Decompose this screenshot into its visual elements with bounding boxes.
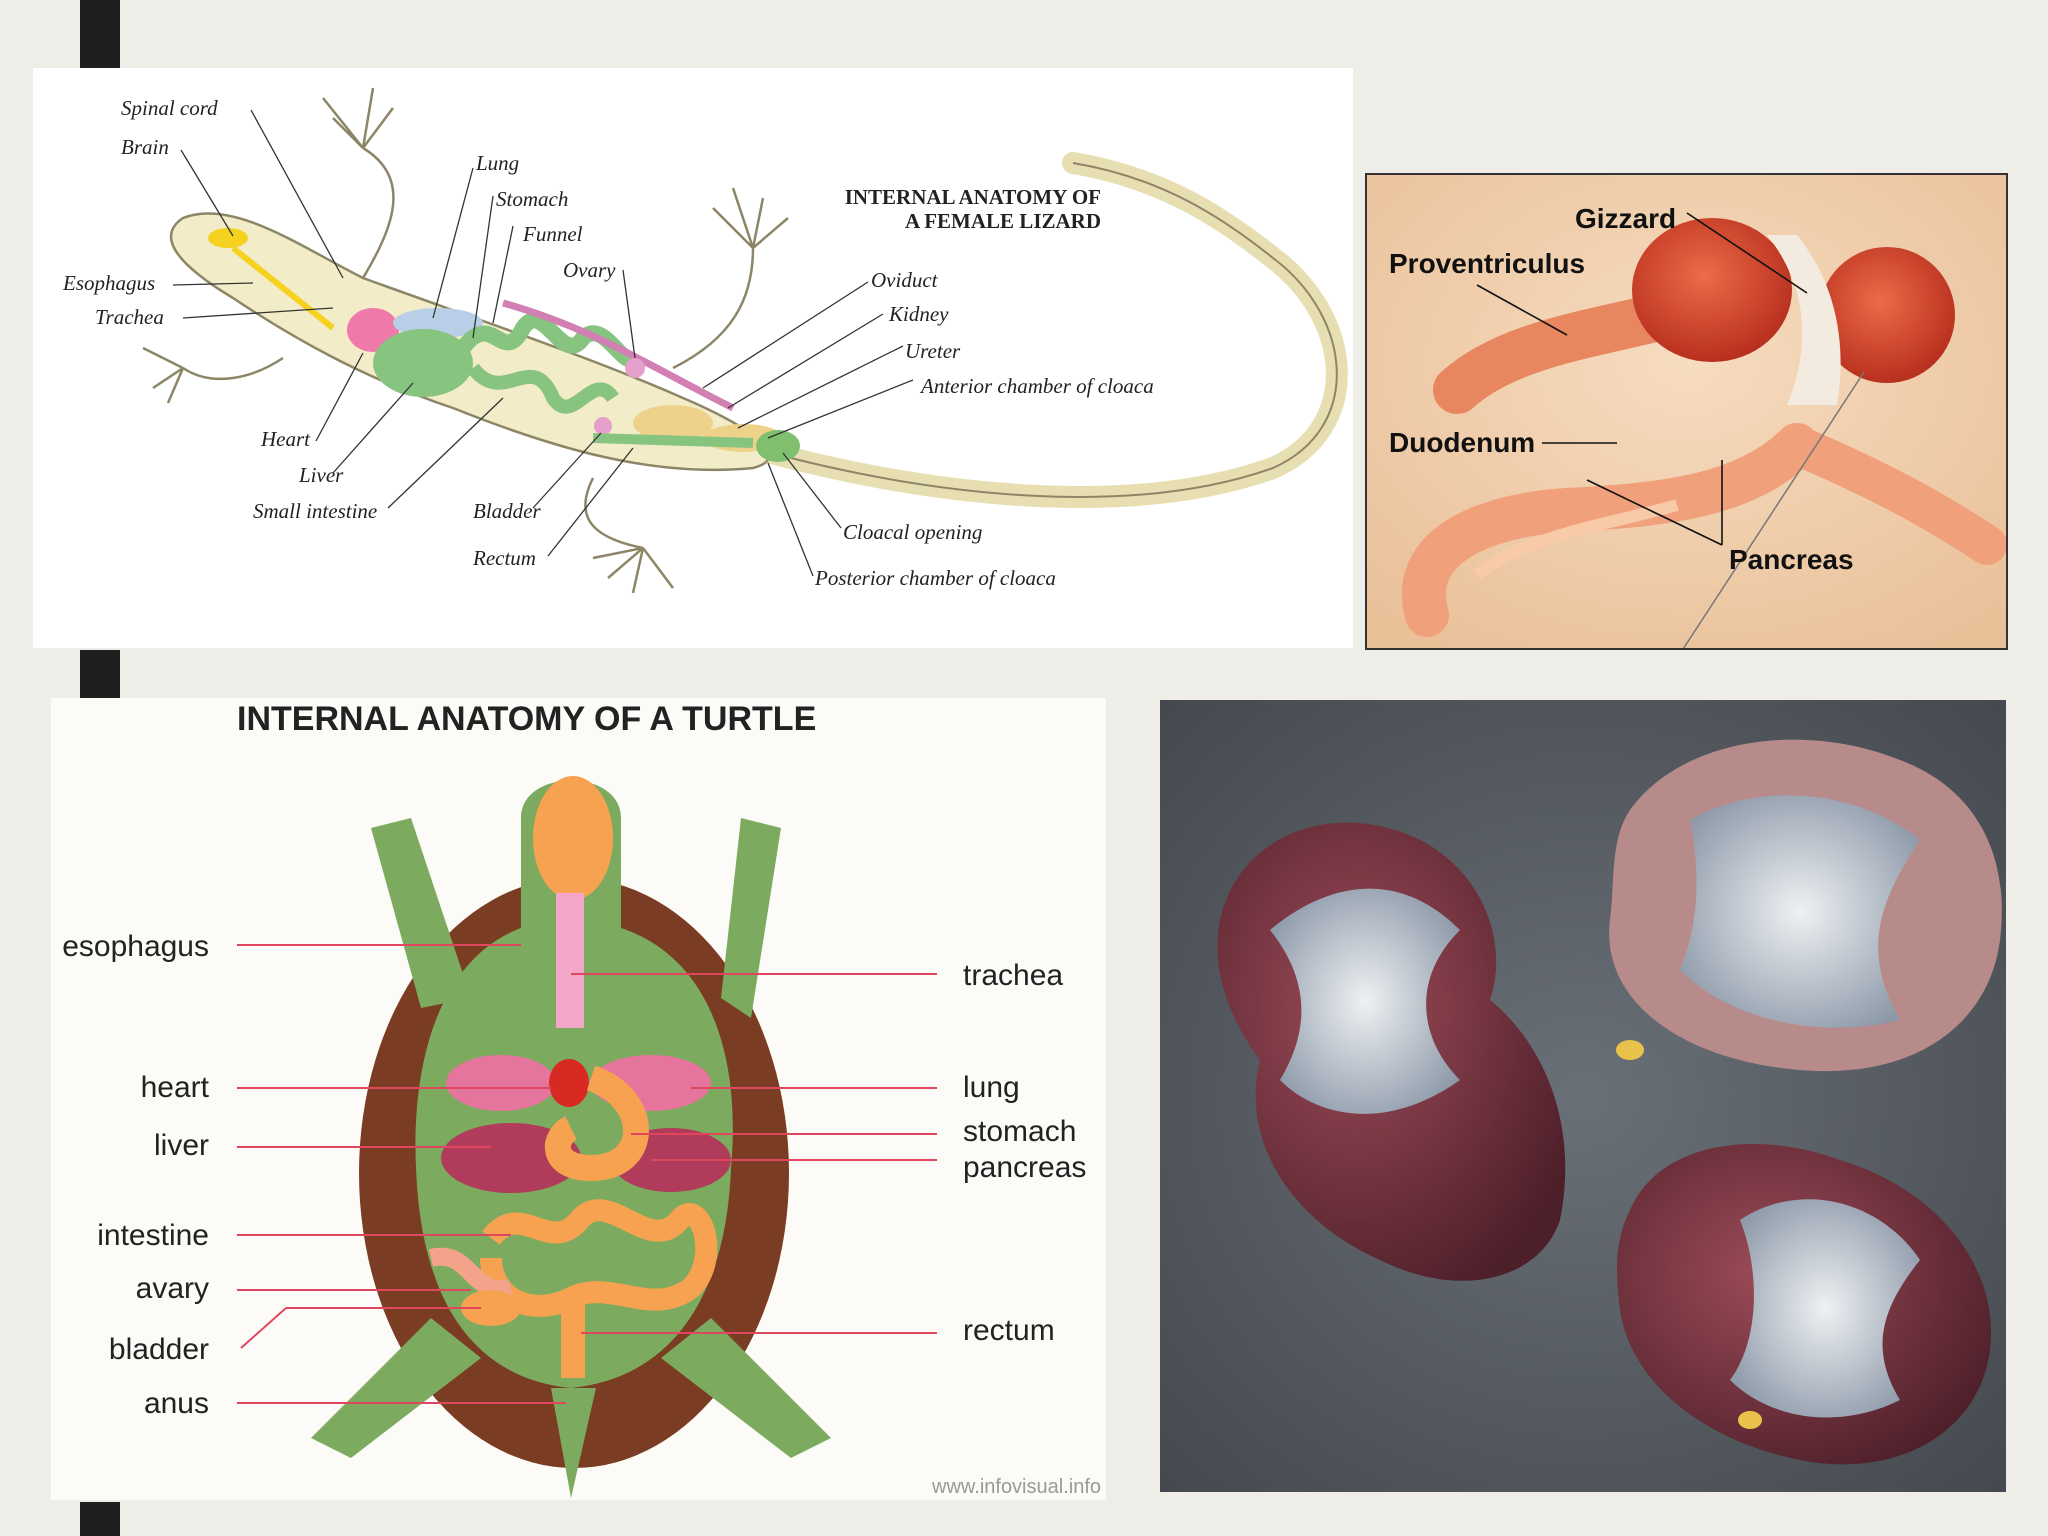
lizard-label-brain: Brain [121, 135, 169, 159]
lizard-label-trachea: Trachea [95, 305, 164, 329]
lizard-label-esophagus: Esophagus [62, 271, 155, 295]
lizard-label-cloacal-opening: Cloacal opening [843, 520, 982, 544]
lizard-label-heart: Heart [260, 427, 311, 451]
lizard-label-ovary: Ovary [563, 258, 616, 282]
turtle-title: INTERNAL ANATOMY OF A TURTLE [237, 700, 816, 738]
lizard-label-bladder: Bladder [473, 499, 541, 523]
bullet-marker-middle [80, 650, 120, 698]
turtle-label-bladder: bladder [109, 1333, 209, 1366]
gizzard-photo-illustration [1160, 700, 2006, 1492]
turtle-anatomy-diagram: INTERNAL ANATOMY OF A TURTLE esophagus h… [51, 698, 1106, 1500]
turtle-label-avary: avary [136, 1272, 209, 1305]
bird-label-pancreas: Pancreas [1729, 544, 1854, 575]
lizard-label-rectum: Rectum [472, 546, 536, 570]
lizard-label-spinal-cord: Spinal cord [121, 96, 218, 120]
lizard-label-lung: Lung [475, 151, 519, 175]
turtle-label-rectum: rectum [963, 1314, 1055, 1347]
lizard-title-line-2: A FEMALE LIZARD [905, 209, 1101, 233]
lizard-title-line-1: INTERNAL ANATOMY OF [845, 185, 1101, 209]
turtle-illustration: INTERNAL ANATOMY OF A TURTLE esophagus h… [62, 700, 1101, 1498]
bird-digestive-illustration: Gizzard Proventriculus Duodenum Pancreas [1367, 175, 2006, 648]
turtle-label-heart: heart [141, 1071, 210, 1104]
lizard-label-liver: Liver [298, 463, 344, 487]
lizard-label-stomach: Stomach [496, 187, 568, 211]
turtle-label-stomach: stomach [963, 1115, 1076, 1148]
turtle-credit: www.infovisual.info [931, 1476, 1101, 1498]
lizard-label-funnel: Funnel [522, 222, 583, 246]
turtle-label-esophagus: esophagus [62, 930, 209, 963]
bird-label-duodenum: Duodenum [1389, 427, 1535, 458]
lizard-label-ureter: Ureter [905, 339, 961, 363]
bird-label-gizzard: Gizzard [1575, 203, 1676, 234]
bird-gizzard-labelled-photo: Gizzard Proventriculus Duodenum Pancreas [1365, 173, 2008, 650]
turtle-label-anus: anus [144, 1387, 209, 1420]
lizard-label-oviduct: Oviduct [871, 268, 939, 292]
lizard-illustration: Spinal cord Brain Esophagus Trachea Lung… [62, 87, 1348, 594]
lizard-label-kidney: Kidney [888, 302, 949, 326]
lizard-anatomy-diagram: Spinal cord Brain Esophagus Trachea Lung… [33, 68, 1353, 648]
pointer-line [1682, 371, 1865, 648]
turtle-label-intestine: intestine [97, 1219, 209, 1252]
turtle-label-liver: liver [154, 1129, 209, 1162]
lizard-label-anterior-chamber-of-cloaca: Anterior chamber of cloaca [919, 374, 1154, 398]
bullet-marker-top [80, 0, 120, 68]
gizzard-photo [1160, 700, 2006, 1492]
bird-label-proventriculus: Proventriculus [1389, 248, 1585, 279]
bullet-marker-bottom [80, 1502, 120, 1536]
turtle-label-lung: lung [963, 1071, 1020, 1104]
turtle-label-trachea: trachea [963, 959, 1063, 992]
lizard-label-small-intestine: Small intestine [253, 499, 377, 523]
turtle-label-pancreas: pancreas [963, 1151, 1086, 1184]
lizard-label-posterior-chamber-of-cloaca: Posterior chamber of cloaca [814, 566, 1056, 590]
